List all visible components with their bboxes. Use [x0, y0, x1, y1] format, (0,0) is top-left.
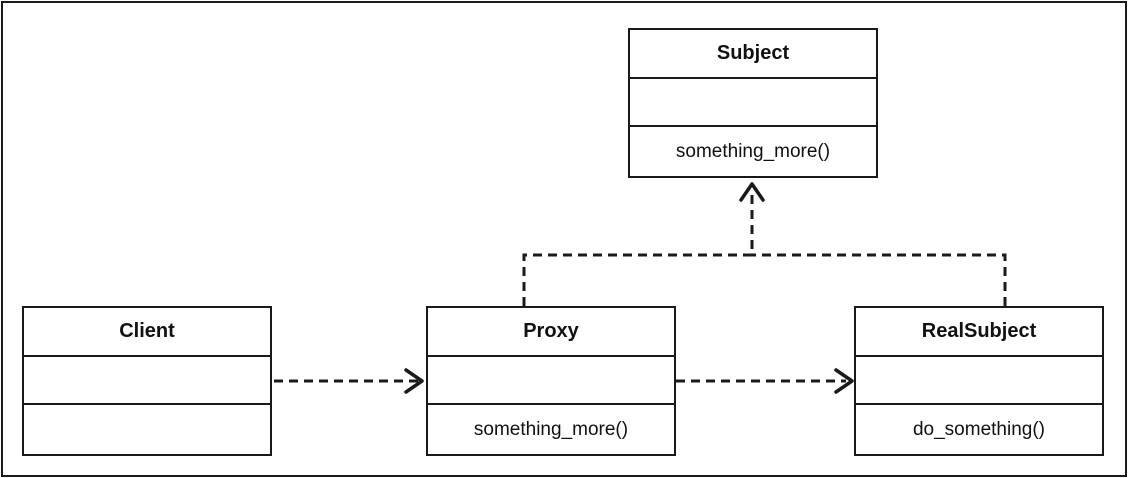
- client-class[interactable]: Client: [22, 306, 272, 456]
- client-to-proxy-arrowhead: [404, 368, 424, 394]
- client-operations: [24, 405, 270, 454]
- subject-class-name: Subject: [630, 30, 876, 79]
- proxy-operations: something_more(): [473, 418, 629, 440]
- subject-attributes: [630, 79, 876, 128]
- proxy-to-realsubject-arrowhead: [834, 368, 854, 394]
- realsubject-class-name: RealSubject: [856, 308, 1102, 357]
- proxy-attributes: [428, 357, 674, 406]
- realsubject-class[interactable]: RealSubject do_something(): [854, 306, 1104, 456]
- realsubject-attributes: [856, 357, 1102, 406]
- client-attributes: [24, 357, 270, 406]
- proxy-class-name: Proxy: [428, 308, 674, 357]
- subject-class[interactable]: Subject something_more(): [628, 28, 878, 178]
- subject-arrowhead: [739, 182, 765, 202]
- subject-operations: something_more(): [675, 140, 831, 162]
- realsubject-operations: do_something(): [912, 418, 1046, 440]
- proxy-to-subject-connector: [522, 190, 754, 306]
- client-class-name: Client: [24, 308, 270, 357]
- realsubject-to-subject-connector: [752, 253, 1007, 306]
- proxy-class[interactable]: Proxy something_more(): [426, 306, 676, 456]
